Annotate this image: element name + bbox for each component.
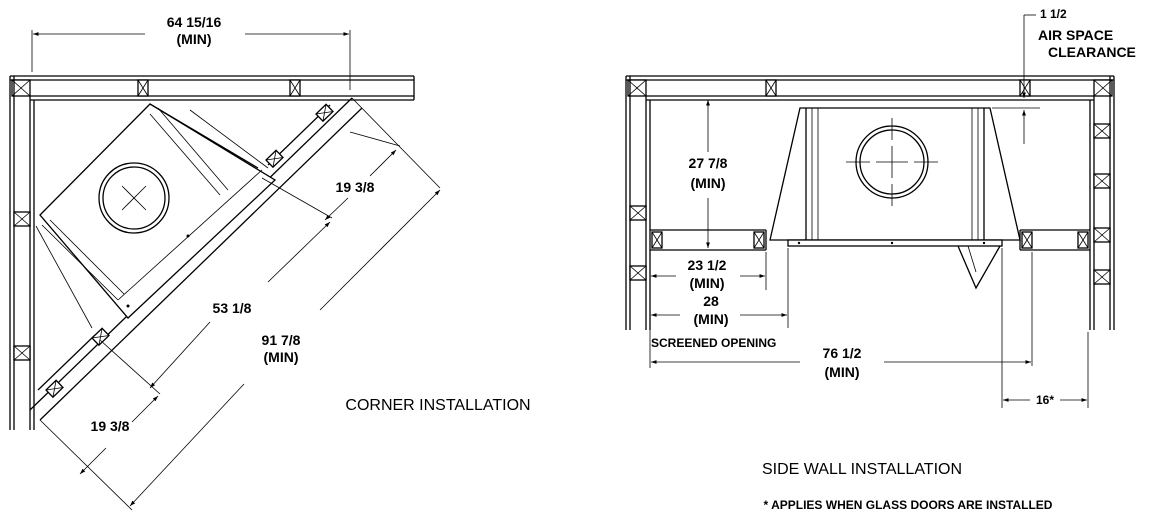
corner-dim-depth-lower: 19 3/8: [79, 395, 159, 475]
sidewall-dim-depth-min: (MIN): [691, 175, 726, 191]
corner-firebox: [35, 103, 277, 329]
sidewall-dim-side1-min: (MIN): [690, 275, 725, 291]
clearance-label-line1: AIR SPACE: [1038, 27, 1113, 43]
sidewall-dim-side1-value: 23 1/2: [688, 257, 727, 273]
corner-dim-top: 64 15/16 (MIN): [31, 14, 351, 90]
corner-back-wall: [10, 75, 415, 101]
corner-installation-drawing: 64 15/16 (MIN) 19 3/8 53 1/8 91 7/8: [9, 14, 531, 511]
sidewall-extension-lines: [649, 248, 1089, 408]
corner-dim-face-value: 53 1/8: [213, 300, 252, 316]
glass-doors-note: * APPLIES WHEN GLASS DOORS ARE INSTALLED: [764, 498, 1053, 512]
sidewall-side-walls: [625, 76, 1115, 330]
sidewall-dim-glass: 16*: [1003, 393, 1087, 407]
corner-dim-face: 53 1/8: [149, 221, 331, 389]
corner-dim-top-value: 64 15/16: [167, 14, 222, 30]
corner-dim-top-min: (MIN): [177, 31, 212, 47]
corner-flue-collar: [98, 162, 170, 234]
clearance-label-line2: CLEARANCE: [1048, 44, 1136, 60]
sidewall-installation-drawing: 1 1/2 AIR SPACE CLEARANCE 27 7/8 (MIN) 2…: [625, 7, 1136, 512]
sidewall-flue-collar: [846, 118, 938, 206]
sidewall-dim-depth: 27 7/8 (MIN): [689, 100, 728, 248]
sidewall-installation-title: SIDE WALL INSTALLATION: [762, 461, 962, 478]
corner-dim-overall-value: 91 7/8: [262, 332, 301, 348]
sidewall-firebox: [769, 107, 1021, 290]
sidewall-air-space-clearance: 1 1/2 AIR SPACE CLEARANCE: [992, 7, 1136, 144]
corner-dim-depth-upper: 19 3/8: [324, 149, 397, 221]
sidewall-dim-depth-value: 27 7/8: [689, 155, 728, 171]
sidewall-dim-side2-value: 28: [703, 293, 719, 309]
corner-chase-wall: [29, 97, 363, 421]
sidewall-back-wall: [626, 75, 1114, 101]
clearance-value: 1 1/2: [1040, 7, 1067, 21]
sidewall-dim-width-min: (MIN): [825, 364, 860, 380]
sidewall-dim-side2: 28 (MIN): [651, 293, 787, 327]
sidewall-dim-side2-min: (MIN): [694, 311, 729, 327]
corner-side-wall: [9, 76, 35, 430]
screened-opening-label: SCREENED OPENING: [651, 336, 776, 350]
corner-dim-overall: 91 7/8 (MIN): [129, 189, 441, 507]
sidewall-dim-width-value: 76 1/2: [823, 345, 862, 361]
sidewall-dim-width: 76 1/2 (MIN): [651, 345, 1031, 380]
sidewall-dim-side1: 23 1/2 (MIN): [651, 257, 765, 291]
sidewall-dim-glass-value: 16*: [1036, 393, 1054, 407]
corner-dim-depth-upper-value: 19 3/8: [336, 179, 375, 195]
corner-dim-overall-min: (MIN): [264, 349, 299, 365]
corner-dim-depth-lower-value: 19 3/8: [91, 418, 130, 434]
corner-installation-title: CORNER INSTALLATION: [345, 397, 530, 414]
